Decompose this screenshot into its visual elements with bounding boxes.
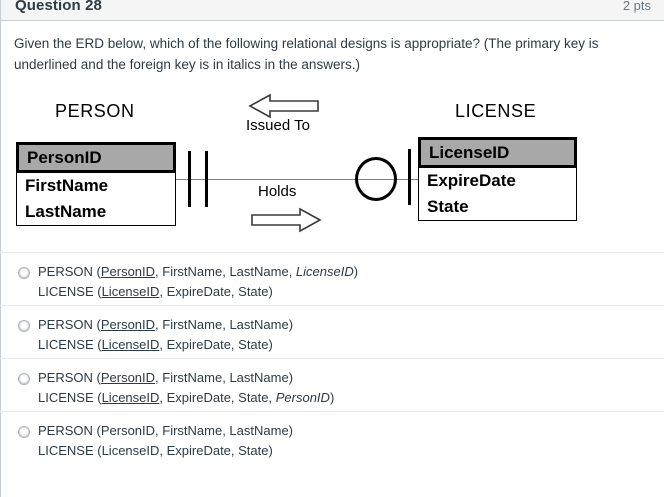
answer-option-3[interactable]: PERSON (PersonID, FirstName, LastName) L… xyxy=(0,358,664,411)
entity-person-attr-firstname: FirstName xyxy=(25,176,109,195)
answer-3-person-attrs: , FirstName, LastName xyxy=(155,370,289,385)
entity-box-person: PersonID FirstName LastName xyxy=(16,142,176,226)
answer-3-license-attrs: , ExpireDate, State, xyxy=(159,390,276,405)
entity-license-attr-state: State xyxy=(427,197,469,216)
entity-license-attr-expiredate: ExpireDate xyxy=(427,171,516,190)
answer-option-3-text: PERSON (PersonID, FirstName, LastName) L… xyxy=(38,368,664,408)
cardinality-bar-person-inner xyxy=(205,151,208,207)
answer-option-2-line-license: LICENSE (LicenseID, ExpireDate, State) xyxy=(38,335,664,355)
answer-option-3-line-person: PERSON (PersonID, FirstName, LastName) xyxy=(38,368,664,388)
answer-1-license-attrs: , ExpireDate, State xyxy=(159,284,269,299)
question-header: Question 28 2 pts xyxy=(0,0,664,21)
arrow-right-icon xyxy=(250,207,322,238)
answer-option-4-text: PERSON (PersonID, FirstName, LastName) L… xyxy=(38,421,664,461)
answer-1-license-end: ) xyxy=(268,284,273,299)
answer-3-person-pk: PersonID xyxy=(100,370,156,385)
entity-title-license: LICENSE xyxy=(455,101,537,121)
entity-box-license: LicenseID ExpireDate State xyxy=(418,137,577,221)
answer-2-license-table: LICENSE ( xyxy=(38,337,102,352)
cardinality-bar-license xyxy=(408,149,411,205)
radio-button-4[interactable] xyxy=(18,426,30,438)
answer-option-4-line-person: PERSON (PersonID, FirstName, LastName) xyxy=(38,423,294,438)
answer-option-4-line-license: LICENSE (LicenseID, ExpireDate, State) xyxy=(38,443,273,458)
entity-person-attr-lastname: LastName xyxy=(25,202,107,221)
answer-3-license-pk: LicenseID xyxy=(101,390,160,405)
answer-1-license-pk: LicenseID xyxy=(101,284,160,299)
erd-diagram: PERSON LICENSE PersonID FirstName LastNa… xyxy=(0,85,664,245)
question-points: 2 pts xyxy=(622,0,651,13)
answer-1-license-table: LICENSE ( xyxy=(38,284,102,299)
relationship-label-issued-to: Issued To xyxy=(246,117,310,134)
answer-option-1-text: PERSON (PersonID, FirstName, LastName, L… xyxy=(38,262,664,302)
answer-option-3-line-license: LICENSE (LicenseID, ExpireDate, State, P… xyxy=(38,388,664,408)
answer-option-2-text: PERSON (PersonID, FirstName, LastName) L… xyxy=(38,315,664,355)
answer-2-license-end: ) xyxy=(268,337,273,352)
answer-1-person-attrs: , FirstName, LastName, xyxy=(155,264,296,279)
answer-2-person-table: PERSON ( xyxy=(38,317,101,332)
entity-title-person: PERSON xyxy=(55,101,135,121)
cardinality-circle-zero-license xyxy=(355,157,397,201)
relationship-label-holds: Holds xyxy=(258,183,297,200)
entity-person-pk: PersonID xyxy=(16,142,176,173)
answer-option-1-line-license: LICENSE (LicenseID, ExpireDate, State) xyxy=(38,282,664,302)
relationship-connector-line xyxy=(176,179,418,180)
radio-button-3[interactable] xyxy=(18,373,30,385)
question-prompt: Given the ERD below, which of the follow… xyxy=(14,36,599,72)
answer-option-4[interactable]: PERSON (PersonID, FirstName, LastName) L… xyxy=(0,411,664,464)
arrow-left-icon xyxy=(248,93,320,124)
answer-option-2[interactable]: PERSON (PersonID, FirstName, LastName) L… xyxy=(0,305,664,358)
answer-1-person-table: PERSON ( xyxy=(38,264,101,279)
answer-3-license-end: ) xyxy=(329,390,335,405)
question-body xyxy=(0,21,664,497)
answer-1-person-end: ) xyxy=(353,264,359,279)
answer-3-license-fk: PersonID xyxy=(275,390,330,405)
answer-1-person-fk: LicenseID xyxy=(295,264,354,279)
answer-2-license-attrs: , ExpireDate, State xyxy=(159,337,269,352)
answer-options-list: PERSON (PersonID, FirstName, LastName, L… xyxy=(0,252,664,464)
answer-3-person-end: ) xyxy=(288,370,294,385)
answer-3-person-table: PERSON ( xyxy=(38,370,101,385)
answer-option-2-line-person: PERSON (PersonID, FirstName, LastName) xyxy=(38,315,664,335)
entity-license-pk: LicenseID xyxy=(418,137,577,168)
radio-button-1[interactable] xyxy=(18,267,30,279)
question-title: Question 28 xyxy=(15,0,102,14)
answer-2-license-pk: LicenseID xyxy=(101,337,160,352)
radio-button-2[interactable] xyxy=(18,320,30,332)
answer-3-license-table: LICENSE ( xyxy=(38,390,102,405)
answer-2-person-attrs: , FirstName, LastName xyxy=(155,317,289,332)
answer-2-person-end: ) xyxy=(288,317,294,332)
answer-option-1[interactable]: PERSON (PersonID, FirstName, LastName, L… xyxy=(0,252,664,305)
answer-2-person-pk: PersonID xyxy=(100,317,156,332)
answer-option-1-line-person: PERSON (PersonID, FirstName, LastName, L… xyxy=(38,262,664,282)
answer-1-person-pk: PersonID xyxy=(100,264,156,279)
cardinality-bar-person-outer xyxy=(188,151,191,207)
